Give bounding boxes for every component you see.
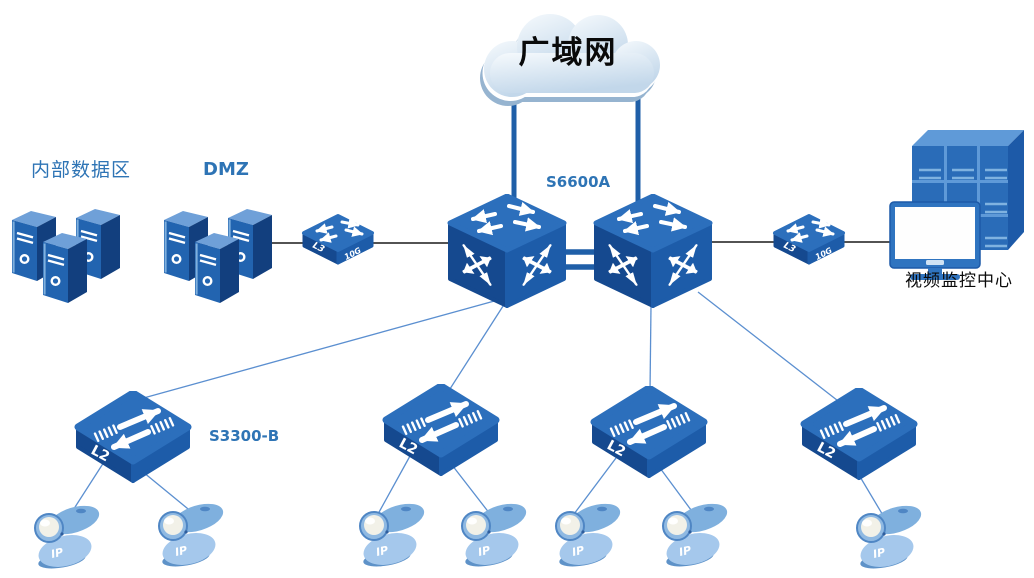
svg-text:L3: L3 <box>311 241 326 255</box>
core-switch-label: S6600A <box>546 173 611 191</box>
svg-text:L3: L3 <box>782 241 797 255</box>
core-switch-right-core-switch-icon <box>592 194 714 308</box>
video-center-rack-monitor-icon <box>888 124 1030 290</box>
link-core-switch-right-to-access-switch-4 <box>697 291 843 405</box>
camera-2-ip-camera-icon: IP <box>152 502 228 568</box>
dmz-servers-server-group-icon <box>160 204 278 306</box>
link-core-switch-left-to-access-switch-1 <box>139 299 499 400</box>
link-core-switch-right-to-access-switch-3 <box>649 305 652 393</box>
camera-7-ip-camera-icon: IP <box>850 504 926 570</box>
access-switch-1-l2-switch-icon: L2 <box>74 391 192 485</box>
link-access-switch-2-to-camera-3 <box>377 455 411 515</box>
camera-1-ip-camera-icon: IP <box>28 504 104 570</box>
svg-text:IP: IP <box>174 544 189 559</box>
dmz-label: DMZ <box>203 159 249 180</box>
link-access-switch-3-to-camera-6 <box>659 467 695 515</box>
link-access-switch-3-to-camera-5 <box>573 457 617 515</box>
camera-5-ip-camera-icon: IP <box>549 502 625 568</box>
svg-text:L2: L2 <box>88 442 112 465</box>
svg-text:IP: IP <box>571 544 586 559</box>
access-switch-4-l2-switch-icon: L2 <box>800 388 918 482</box>
svg-text:IP: IP <box>375 544 390 559</box>
camera-4-ip-camera-icon: IP <box>455 502 531 568</box>
internal-zone-label: 内部数据区 <box>31 159 132 181</box>
camera-6-ip-camera-icon: IP <box>656 502 732 568</box>
svg-text:L2: L2 <box>604 437 628 460</box>
wan-label: 广域网 <box>518 35 618 71</box>
svg-text:L2: L2 <box>814 439 838 462</box>
access-switch-2-l2-switch-icon: L2 <box>382 384 500 478</box>
camera-3-ip-camera-icon: IP <box>353 502 429 568</box>
l3-switch-right-l3-switch-icon: L3 10G <box>772 213 846 271</box>
core-switch-left-core-switch-icon <box>446 194 568 308</box>
svg-text:IP: IP <box>872 546 887 561</box>
internal-data-servers-server-group-icon <box>8 204 126 306</box>
l3-switch-left-l3-switch-icon: L3 10G <box>301 213 375 271</box>
link-access-switch-1-to-camera-2 <box>142 471 194 514</box>
access-switch-label: S3300-B <box>209 427 280 445</box>
video-center-label: 视频监控中心 <box>905 271 1013 291</box>
link-access-switch-2-to-camera-4 <box>451 464 491 515</box>
svg-text:IP: IP <box>50 546 65 561</box>
svg-text:IP: IP <box>477 544 492 559</box>
wan-cloud-cloud-icon <box>460 10 676 114</box>
svg-text:IP: IP <box>678 544 693 559</box>
access-switch-3-l2-switch-icon: L2 <box>590 386 708 480</box>
svg-text:L2: L2 <box>396 435 420 458</box>
link-core-switch-left-to-access-switch-2 <box>447 302 506 393</box>
